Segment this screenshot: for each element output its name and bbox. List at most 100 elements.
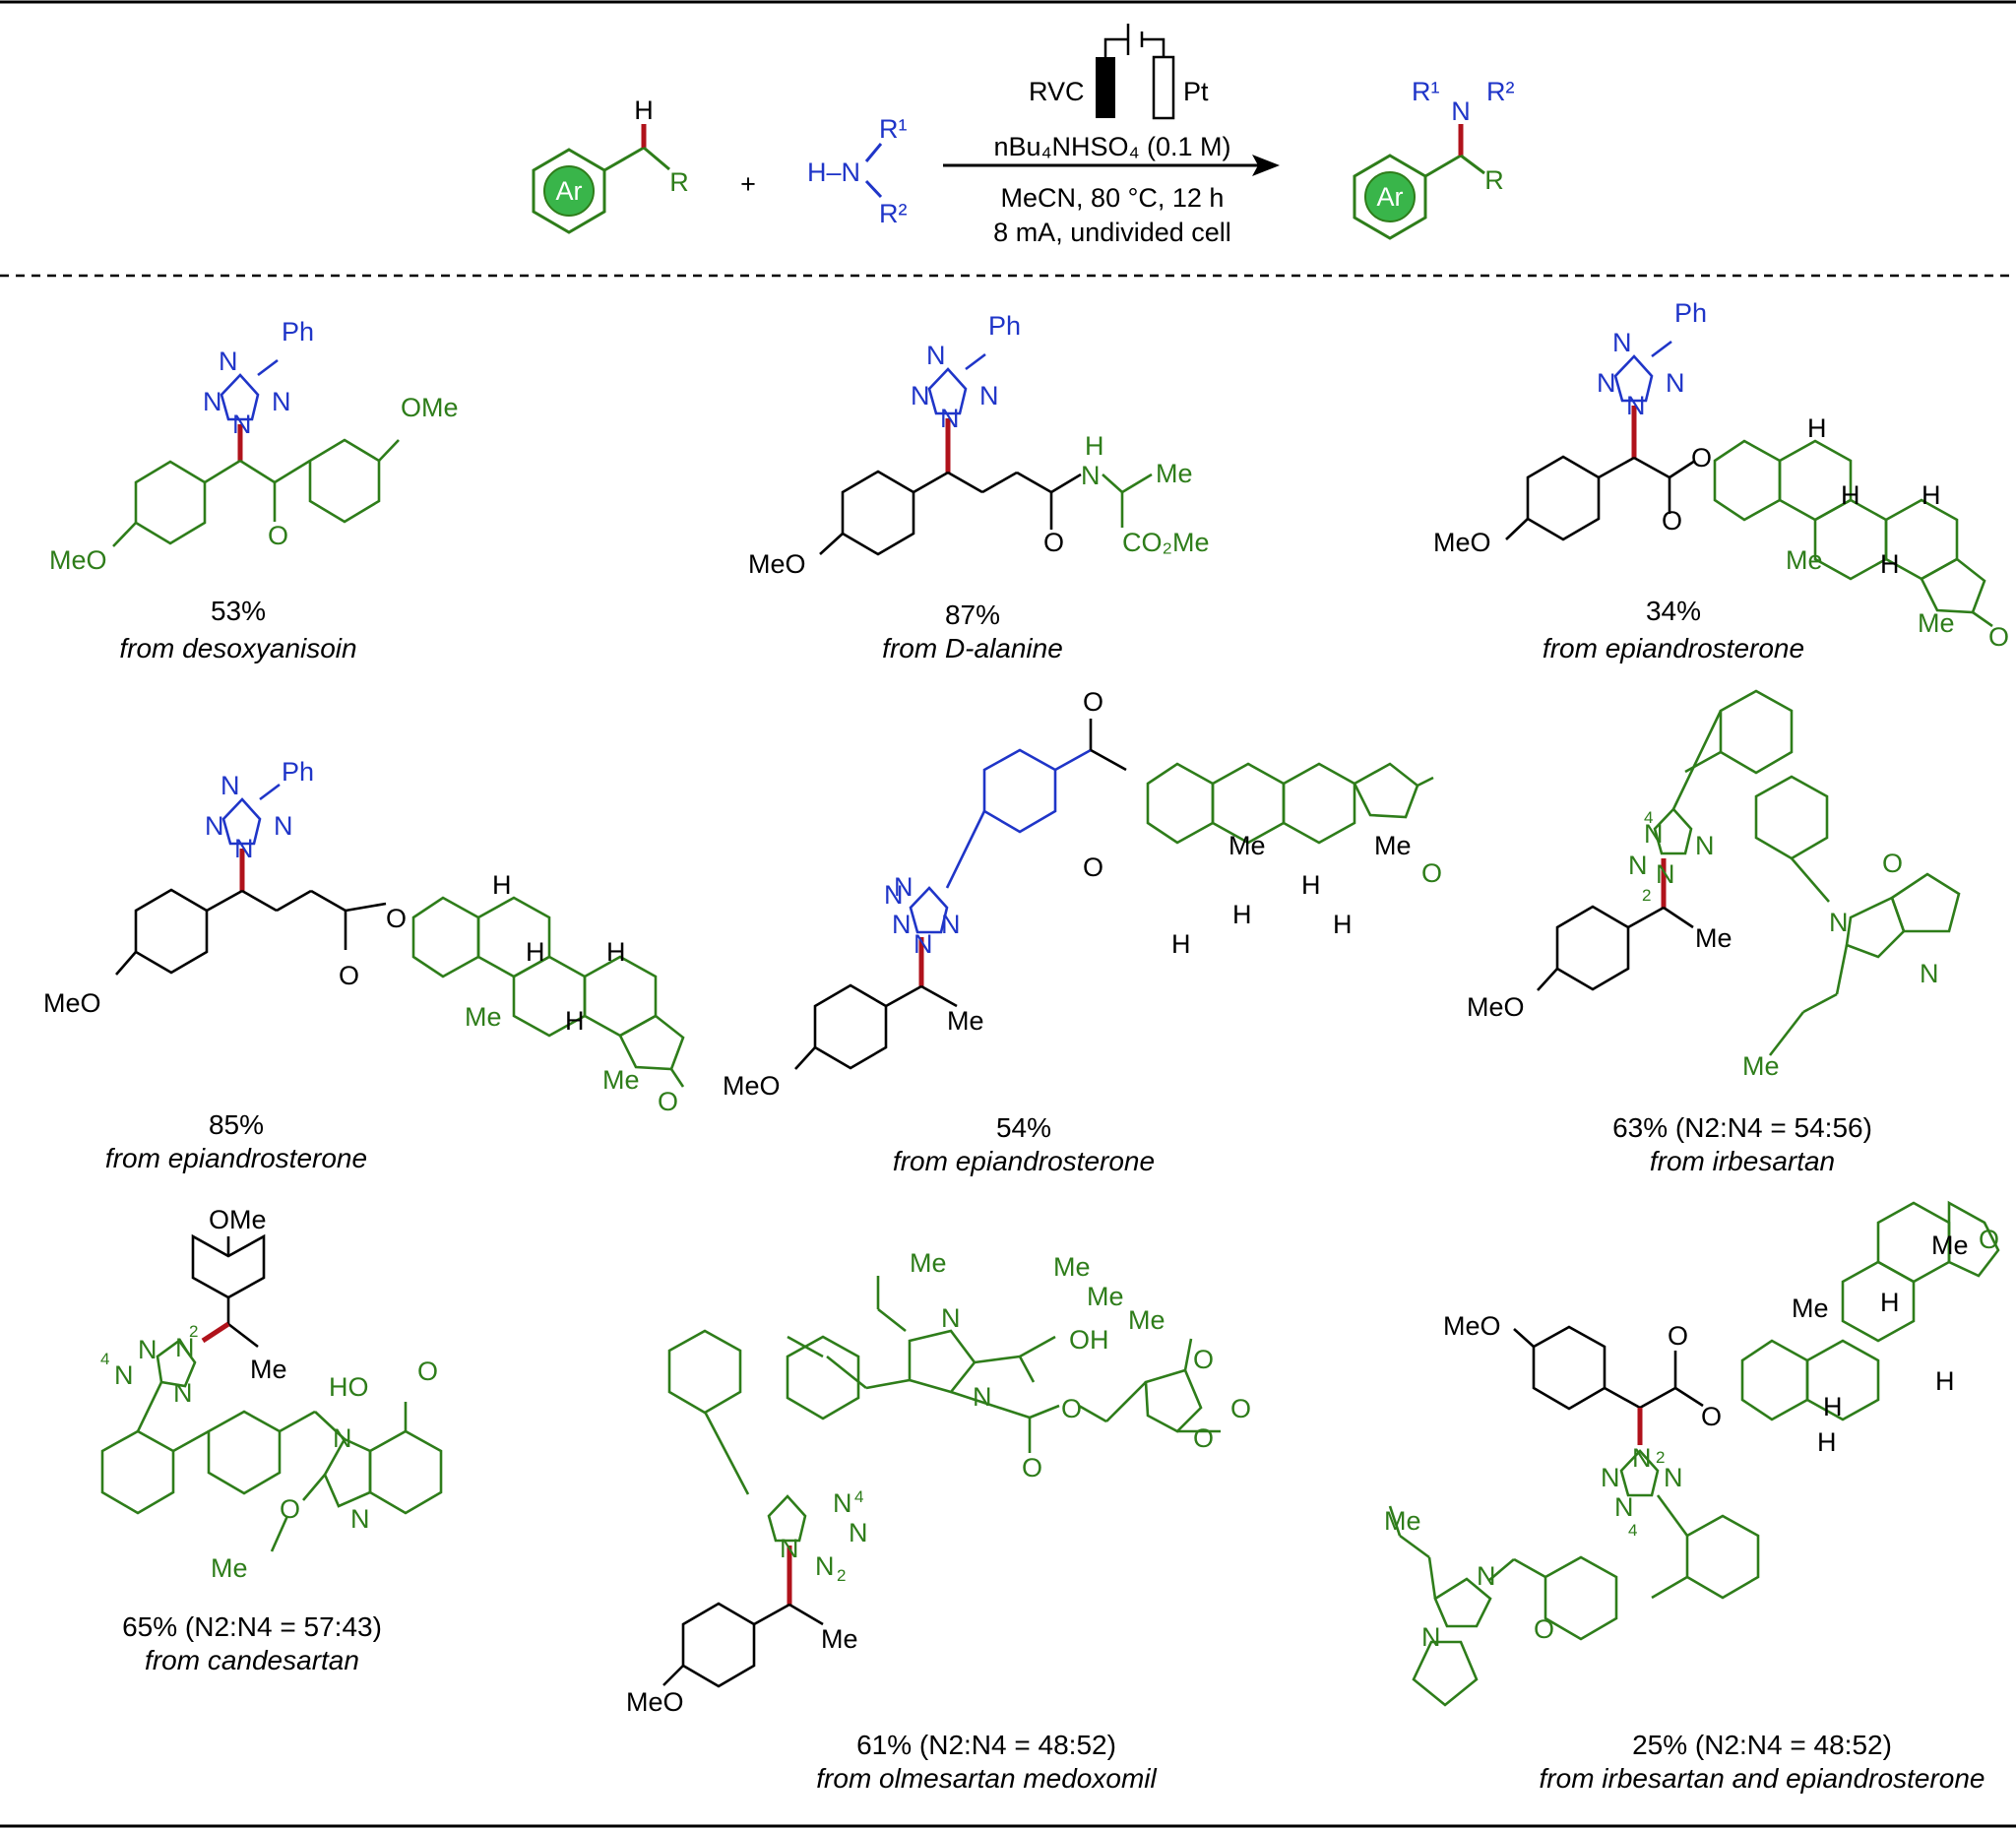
p8-n-imid1: N <box>941 1303 961 1333</box>
p6-n4-label: 4 <box>1644 808 1653 827</box>
p8-me-propyl: Me <box>910 1248 947 1278</box>
h-label: H <box>634 95 654 125</box>
p3-h3: H <box>1880 549 1900 579</box>
p9-me-butyl: Me <box>1384 1506 1421 1536</box>
p8-o2: O <box>1061 1394 1082 1423</box>
amine-r2: R² <box>879 199 908 228</box>
p3-me2: Me <box>1918 608 1955 638</box>
electrode-rvc: RVC <box>1029 77 1085 106</box>
p1-n3: N <box>232 410 252 439</box>
p7-n2: N <box>138 1335 158 1364</box>
p6-n4: N <box>1695 831 1715 860</box>
general-reaction: Ar H R + H–N R¹ R² RVC Pt nBu₄NHSO₄ (0.1… <box>532 24 1515 247</box>
product-1-source: from desoxyanisoin <box>119 633 356 663</box>
p4-o-ketone: O <box>658 1087 678 1116</box>
p6-n-amide: N <box>1829 908 1849 937</box>
p8-n-imid2: N <box>973 1382 992 1412</box>
p2-n1: N <box>926 341 946 370</box>
p8-n3: N <box>780 1534 799 1563</box>
p5-me1: Me <box>1228 831 1266 860</box>
p2-co2me: CO₂Me <box>1122 528 1210 557</box>
p8-me2: Me <box>1087 1282 1124 1311</box>
p7-me-ethyl: Me <box>211 1553 248 1583</box>
p2-o: O <box>1043 528 1064 557</box>
p3-h2: H <box>1841 480 1860 510</box>
p7-ome: OMe <box>209 1205 267 1234</box>
product-r1: R¹ <box>1412 77 1440 106</box>
condition-2: MeCN, 80 °C, 12 h <box>1001 183 1225 213</box>
product-7-yield: 65% (N2:N4 = 57:43) <box>122 1611 382 1642</box>
product-n: N <box>1451 96 1471 126</box>
p4-n3: N <box>234 834 254 863</box>
p7-ho: HO <box>329 1372 369 1402</box>
p4-me1: Me <box>465 1002 502 1032</box>
plus-sign: + <box>740 169 756 199</box>
p8-me-benzylic: Me <box>821 1624 858 1654</box>
pt-cathode <box>1152 55 1175 120</box>
p6-n1: N <box>1644 819 1664 849</box>
p2-n2: N <box>911 381 930 410</box>
p9-n4: N <box>1664 1463 1683 1492</box>
p9-h2: H <box>1880 1288 1900 1317</box>
product-8-structure: Me N N Me Me OH Me O O O O O 4 N N N N 2… <box>626 1248 1251 1717</box>
p6-n3: N <box>1656 859 1675 889</box>
product-r: R <box>1484 165 1504 195</box>
p8-me1: Me <box>1053 1252 1091 1282</box>
p4-n2: N <box>205 811 224 841</box>
product-1-structure: Ph N N N N OMe MeO O <box>49 317 459 575</box>
product-3-structure: Ph N N N N MeO O O H H H H Me Me O <box>1433 298 2009 652</box>
product-6-source: from irbesartan <box>1650 1146 1835 1176</box>
p8-n4-label: 4 <box>854 1487 863 1506</box>
p4-o-ester: O <box>386 904 407 933</box>
p9-o-lactam: O <box>1534 1614 1554 1644</box>
p4-meo: MeO <box>43 988 101 1018</box>
p3-o-ketone: O <box>1988 622 2009 652</box>
r-bond <box>643 146 670 171</box>
product-benzylic-bond <box>1424 154 1462 178</box>
p6-n2-label: 2 <box>1642 886 1651 905</box>
amine-hn: H–N <box>807 158 860 187</box>
product-6-structure: 4 N N 2 N N MeO Me O N N Me <box>1467 689 1961 1081</box>
p2-ph: Ph <box>988 311 1021 341</box>
p8-n1: N <box>833 1488 852 1518</box>
amine-r1: R¹ <box>879 114 908 144</box>
p7-n-imid: N <box>350 1504 370 1534</box>
circuit-wire <box>1103 37 1128 57</box>
amine-r1-bond <box>864 143 883 162</box>
p1-n1: N <box>219 347 238 376</box>
product-r-bond <box>1460 154 1485 175</box>
product-6-yield: 63% (N2:N4 = 54:56) <box>1612 1112 1872 1143</box>
p8-n2: N <box>849 1518 868 1547</box>
p9-me1: Me <box>1792 1294 1829 1323</box>
p9-n2: N <box>1601 1463 1620 1492</box>
p1-meo: MeO <box>49 545 107 575</box>
arrow-head <box>1252 155 1280 176</box>
p1-n4: N <box>272 387 291 416</box>
p6-me-butyl: Me <box>1742 1051 1780 1081</box>
p5-me-benzylic: Me <box>947 1006 984 1036</box>
p7-me: Me <box>250 1355 287 1384</box>
p4-h2: H <box>526 937 545 967</box>
p8-meo: MeO <box>626 1687 684 1717</box>
p9-n3: N <box>1614 1492 1634 1522</box>
p5-o-carbonyl: O <box>1083 687 1103 717</box>
p5-h4: H <box>1171 929 1191 959</box>
p3-o-carbonyl: O <box>1662 506 1682 536</box>
p5-me2: Me <box>1374 831 1412 860</box>
p6-n-imine: N <box>1920 959 1939 988</box>
product-8-source: from olmesartan medoxomil <box>816 1763 1157 1794</box>
p5-o-ketone: O <box>1421 858 1442 888</box>
p3-h1: H <box>1807 413 1827 443</box>
product-r2: R² <box>1486 77 1515 106</box>
p4-h3: H <box>565 1006 585 1036</box>
product-7-source: from candesartan <box>145 1645 359 1675</box>
product-3-source: from epiandrosterone <box>1543 633 1804 663</box>
product-5-structure: N N N N N MeO Me O O Me Me H H H H O <box>723 687 1442 1101</box>
p9-meo: MeO <box>1443 1311 1501 1341</box>
p4-ph: Ph <box>282 757 314 787</box>
p7-o-acid: O <box>417 1357 438 1386</box>
p3-meo: MeO <box>1433 528 1491 557</box>
p5-h1: H <box>1232 900 1252 929</box>
product-4-yield: 85% <box>209 1109 264 1140</box>
condition-1: nBu₄NHSO₄ (0.1 M) <box>993 132 1230 161</box>
